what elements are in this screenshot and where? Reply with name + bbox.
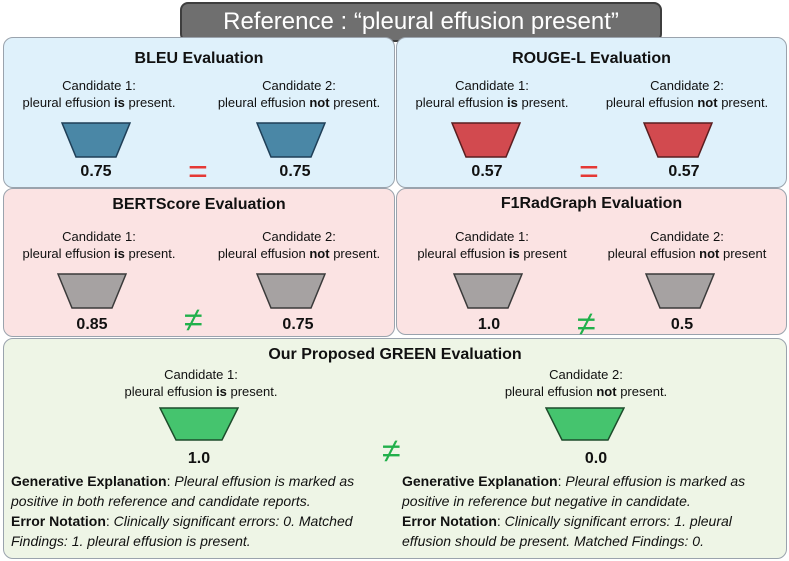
bertscore-funnel-2 xyxy=(256,273,326,309)
green-explanation-left: Generative Explanation: Pleural effusion… xyxy=(11,473,355,549)
reference-title: Reference : “pleural effusion present” xyxy=(180,2,662,42)
green-title: Our Proposed GREEN Evaluation xyxy=(268,346,522,363)
f1radgraph-not-equal-sign: ≠ xyxy=(577,305,596,343)
rouge-title: ROUGE-L Evaluation xyxy=(512,50,671,67)
green-not-equal-sign: ≠ xyxy=(382,432,401,470)
rouge-score-1: 0.57 xyxy=(471,163,503,180)
green-funnel-1 xyxy=(159,407,239,441)
f1radgraph-score-1: 1.0 xyxy=(477,316,501,333)
f1radgraph-funnel-1 xyxy=(453,273,523,309)
bleu-funnel-1 xyxy=(61,122,131,158)
f1radgraph-candidate-2: Candidate 2: pleural effusion not presen… xyxy=(607,229,767,261)
green-explanation-right: Generative Explanation: Pleural effusion… xyxy=(402,473,746,549)
bertscore-score-1: 0.85 xyxy=(76,316,108,333)
green-candidate-2: Candidate 2: pleural effusion not presen… xyxy=(504,367,668,399)
green-score-2: 0.0 xyxy=(584,450,608,467)
f1radgraph-title: F1RadGraph Evaluation xyxy=(500,195,683,212)
bertscore-candidate-2: Candidate 2: pleural effusion not presen… xyxy=(217,229,381,261)
bleu-funnel-2 xyxy=(256,122,326,158)
rouge-candidate-2: Candidate 2: pleural effusion not presen… xyxy=(605,78,769,110)
rouge-panel: ROUGE-L Evaluation Candidate 1: pleural … xyxy=(396,37,787,191)
f1radgraph-panel: F1RadGraph Evaluation Candidate 1: pleur… xyxy=(396,188,787,341)
bertscore-title: BERTScore Evaluation xyxy=(112,196,286,213)
f1radgraph-score-2: 0.5 xyxy=(670,316,694,333)
green-funnel-2 xyxy=(545,407,625,441)
green-panel: Our Proposed GREEN Evaluation Candidate … xyxy=(3,338,787,559)
bleu-candidate-1: Candidate 1: pleural effusion is present… xyxy=(22,78,176,110)
rouge-candidate-1: Candidate 1: pleural effusion is present… xyxy=(415,78,569,110)
bleu-panel: BLEU Evaluation Candidate 1: pleural eff… xyxy=(3,37,395,191)
f1radgraph-candidate-1: Candidate 1: pleural effusion is present xyxy=(417,229,567,261)
rouge-funnel-2 xyxy=(643,122,713,158)
green-score-1: 1.0 xyxy=(187,450,211,467)
bleu-title: BLEU Evaluation xyxy=(134,50,264,67)
green-candidate-1: Candidate 1: pleural effusion is present… xyxy=(124,367,278,399)
rouge-funnel-1 xyxy=(451,122,521,158)
bertscore-funnel-1 xyxy=(57,273,127,309)
bleu-score-2: 0.75 xyxy=(279,163,311,180)
rouge-score-2: 0.57 xyxy=(668,163,700,180)
bertscore-candidate-1: Candidate 1: pleural effusion is present… xyxy=(22,229,176,261)
bertscore-score-2: 0.75 xyxy=(282,316,314,333)
f1radgraph-funnel-2 xyxy=(645,273,715,309)
bleu-equal-sign: = xyxy=(188,153,208,191)
bertscore-panel: BERTScore Evaluation Candidate 1: pleura… xyxy=(3,188,395,337)
bertscore-not-equal-sign: ≠ xyxy=(184,301,203,339)
bleu-score-1: 0.75 xyxy=(80,163,112,180)
bleu-candidate-2: Candidate 2: pleural effusion not presen… xyxy=(217,78,381,110)
rouge-equal-sign: = xyxy=(579,153,599,191)
